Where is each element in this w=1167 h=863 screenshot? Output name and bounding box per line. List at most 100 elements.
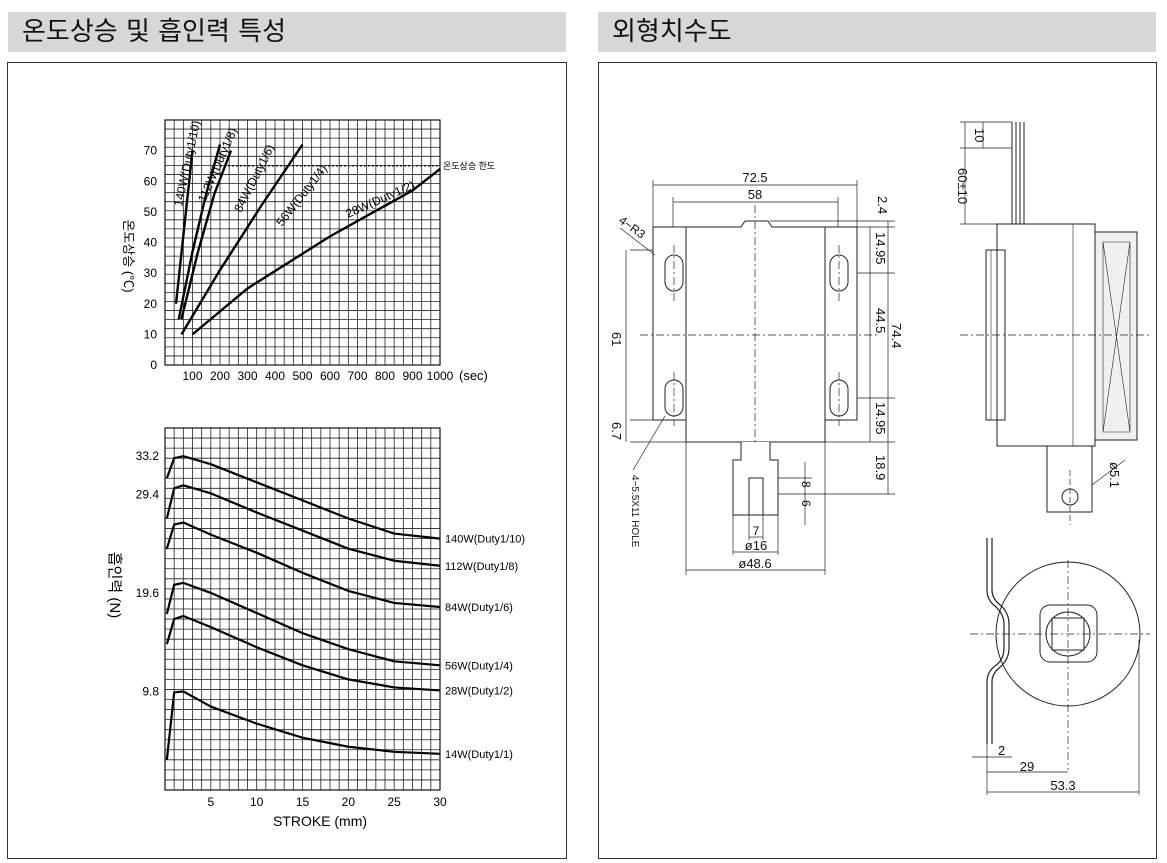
temperature-x-unit: (sec) [459,368,488,383]
temperature-x-tick: 300 [237,369,257,383]
side-coil-winding [1102,241,1131,433]
temperature-grid [164,119,441,366]
dim-width-outer: 72.5 [742,170,767,185]
dim-slot-depth: 8 [799,481,813,488]
lead-wires [1011,122,1025,224]
temperature-x-tick: 500 [292,369,312,383]
dim-lead-length: 60±10 [955,168,970,204]
force-x-tick: 15 [296,795,310,809]
force-series-line-5 [165,690,441,760]
dim-top-offset: 2.4 [875,196,890,214]
temperature-x-tick: 1000 [427,369,454,383]
dim-width-inner: 58 [748,187,762,202]
right-section-header: 외형치수도 [598,12,1156,52]
front-body [685,220,826,443]
drawing-panel [598,62,1157,859]
side-dimension-labels: 10 60±10 ø5.1 [955,128,1122,488]
left-section-title: 온도상승 및 흡인력 특성 [22,17,286,47]
force-series-label-2: 84W(Duty1/6) [445,602,513,614]
force-series-labels: 140W(Duty1/10) 112W(Duty1/8) 84W(Duty1/6) 5… [445,534,525,761]
temperature-y-tick: 20 [144,297,158,311]
temperature-x-tick: 800 [375,369,395,383]
force-y-label: 흡인력 (N) [106,552,123,618]
force-y-ticks: 9.819.629.433.2 [136,449,160,698]
temperature-x-tick: 200 [210,369,230,383]
force-x-tick: 20 [342,795,356,809]
side-coil [1094,231,1138,441]
temperature-x-tick: 400 [265,369,285,383]
dim-left-bottom: 6.7 [609,422,624,440]
temperature-series [174,143,441,336]
bottom-dimensions [970,560,1150,795]
front-dimensions [619,180,895,575]
dim-body-dia: ø48.6 [738,556,771,571]
temperature-x-tick: 900 [402,369,422,383]
force-series-label-4: 28W(Duty1/2) [445,685,513,697]
force-series-line-3 [165,581,441,667]
chart-panel [7,62,567,859]
temperature-x-tick: 600 [320,369,340,383]
dim-center-to-center: 44.5 [873,308,888,333]
temperature-y-tick: 10 [144,327,158,341]
bottom-flange [1039,604,1098,663]
temperature-limit-label: 온도상승 한도 [443,161,495,171]
left-section-header: 온도상승 및 흡인력 특성 [8,12,566,52]
force-series-label-5: 14W(Duty1/1) [445,749,513,761]
right-section-title: 외형치수도 [612,17,732,47]
side-dimensions [960,121,1150,525]
temperature-series-line-4 [191,168,441,336]
force-series [165,455,441,760]
force-y-tick: 19.6 [136,586,160,600]
temperature-series-line-0 [174,150,194,304]
temperature-y-label: 온도상승 (℃) [121,219,136,292]
force-x-tick: 30 [433,795,447,809]
temperature-y-tick: 0 [150,358,157,372]
force-y-tick: 33.2 [136,449,160,463]
dim-plunger-dia: ø16 [745,538,767,553]
front-view [619,180,895,575]
dim-bracket-thickness: 2 [998,743,1005,758]
dim-slot-width: 7 [753,524,760,538]
side-view [960,121,1150,525]
force-series-line-0 [165,455,441,540]
dim-lead-top: 10 [972,128,987,142]
dim-overall-depth: 53.3 [1050,778,1075,793]
side-plunger [1046,445,1093,513]
force-series-label-1: 112W(Duty1/8) [445,561,518,573]
front-centerlines [640,205,880,470]
temperature-series-line-1 [177,144,222,320]
force-y-tick: 9.8 [142,684,159,698]
bottom-view [970,538,1150,795]
force-series-line-1 [165,484,441,567]
force-x-ticks: 5 10 15 20 25 30 [207,795,447,809]
force-x-label: STROKE (mm) [273,813,367,829]
front-plunger-slot [748,477,764,516]
temperature-y-tick: 40 [144,236,158,250]
force-series-label-3: 56W(Duty1/4) [445,660,513,672]
temperature-y-tick: 50 [144,205,158,219]
temperature-y-tick: 70 [144,144,158,158]
force-x-tick: 5 [207,795,214,809]
temperature-x-tick: 100 [182,369,202,383]
force-series-line-4 [165,614,441,692]
dim-center-distance: 29 [1020,759,1034,774]
force-grid [164,427,441,791]
force-x-tick: 25 [387,795,401,809]
temperature-x-ticks: 100 200 300 400 500 600 700 800 900 1000 [182,369,453,383]
dim-hole-pitch-top: 14.95 [873,232,888,265]
dim-plunger-length: 18.9 [873,455,888,480]
temperature-series-line-2 [180,150,233,320]
dim-pin-dia: ø5.1 [1107,462,1122,488]
force-series-line-2 [165,521,441,609]
temperature-y-tick: 60 [144,174,158,188]
temperature-series-line-3 [180,143,304,335]
force-series-label-0: 140W(Duty1/10) [445,534,525,546]
dim-hole-note: 4−5.5X11 HOLE [629,475,640,548]
dim-left-height: 61 [609,332,624,346]
force-x-tick: 10 [250,795,264,809]
temperature-x-tick: 700 [347,369,367,383]
bottom-dimension-labels: 2 29 53.3 [998,743,1076,793]
